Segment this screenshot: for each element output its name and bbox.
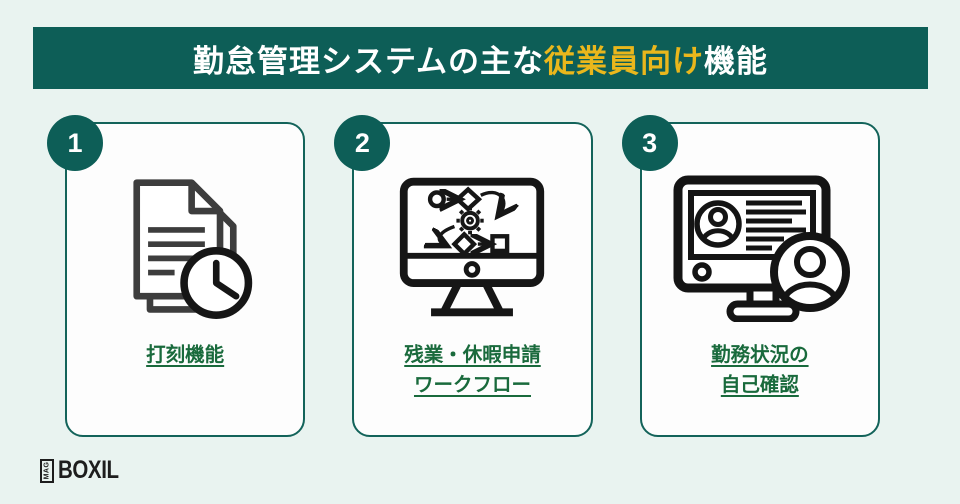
- page-title: 勤怠管理システムの主な従業員向け機能: [192, 43, 769, 79]
- card-label-self-check[interactable]: 勤務状況の自己確認: [711, 344, 809, 397]
- monitor-profile-icon: [673, 175, 850, 322]
- card-label-workflow[interactable]: 残業・休暇申請ワークフロー: [404, 344, 541, 397]
- number-badge-2: 2: [334, 115, 391, 171]
- document-clock-icon: [133, 178, 253, 319]
- monitor-workflow-icon: [400, 177, 545, 316]
- mag-badge: MAG: [40, 458, 54, 483]
- card-self-check: 3: [621, 115, 880, 437]
- card-time-stamping: 1 打刻機能: [47, 115, 306, 437]
- boxil-logo-text: BOXIL: [58, 456, 119, 484]
- card-workflow: 2: [334, 115, 593, 437]
- feature-cards: 1 打刻機能 2: [47, 115, 880, 437]
- number-badge-3: 3: [621, 115, 678, 171]
- number-badge-1: 1: [47, 115, 103, 171]
- title-banner: 勤怠管理システムの主な従業員向け機能: [33, 27, 928, 89]
- boxil-logo: MAG BOXIL: [40, 456, 132, 485]
- card-label-time-stamping[interactable]: 打刻機能: [146, 344, 225, 366]
- title-highlight: 従業員向け: [544, 43, 705, 79]
